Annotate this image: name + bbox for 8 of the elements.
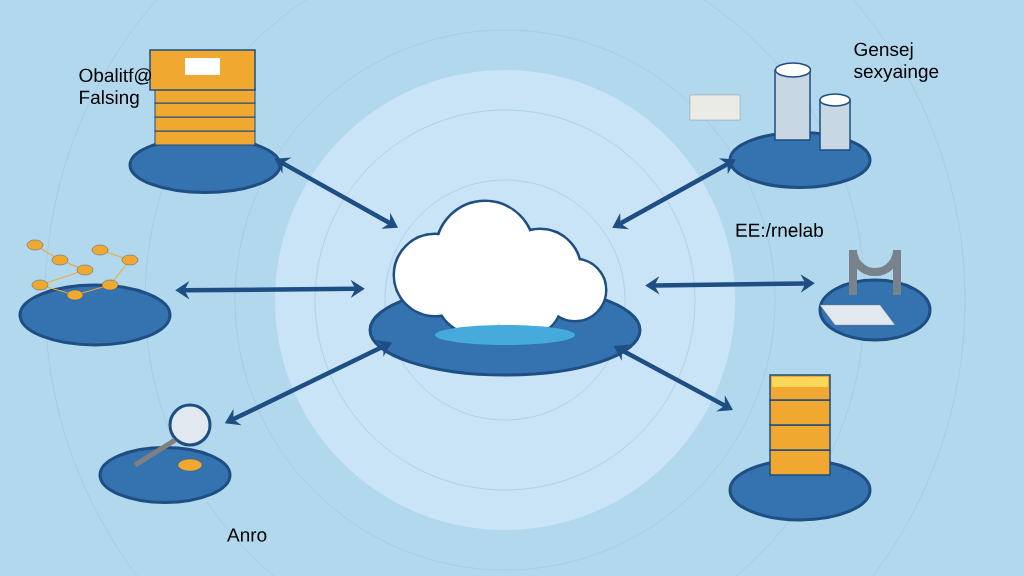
node-caption: Obalitf@ Falsing [79,68,152,108]
network-drawing [18,239,172,347]
node-caption: Anro [227,528,267,542]
node-caption: EE:/rnelab [736,223,823,237]
magnifier-drawing [98,403,232,504]
cloud-drawing [368,199,642,377]
stack-drawing [728,374,872,522]
node-caption: Gensej sexyainge [854,42,939,82]
